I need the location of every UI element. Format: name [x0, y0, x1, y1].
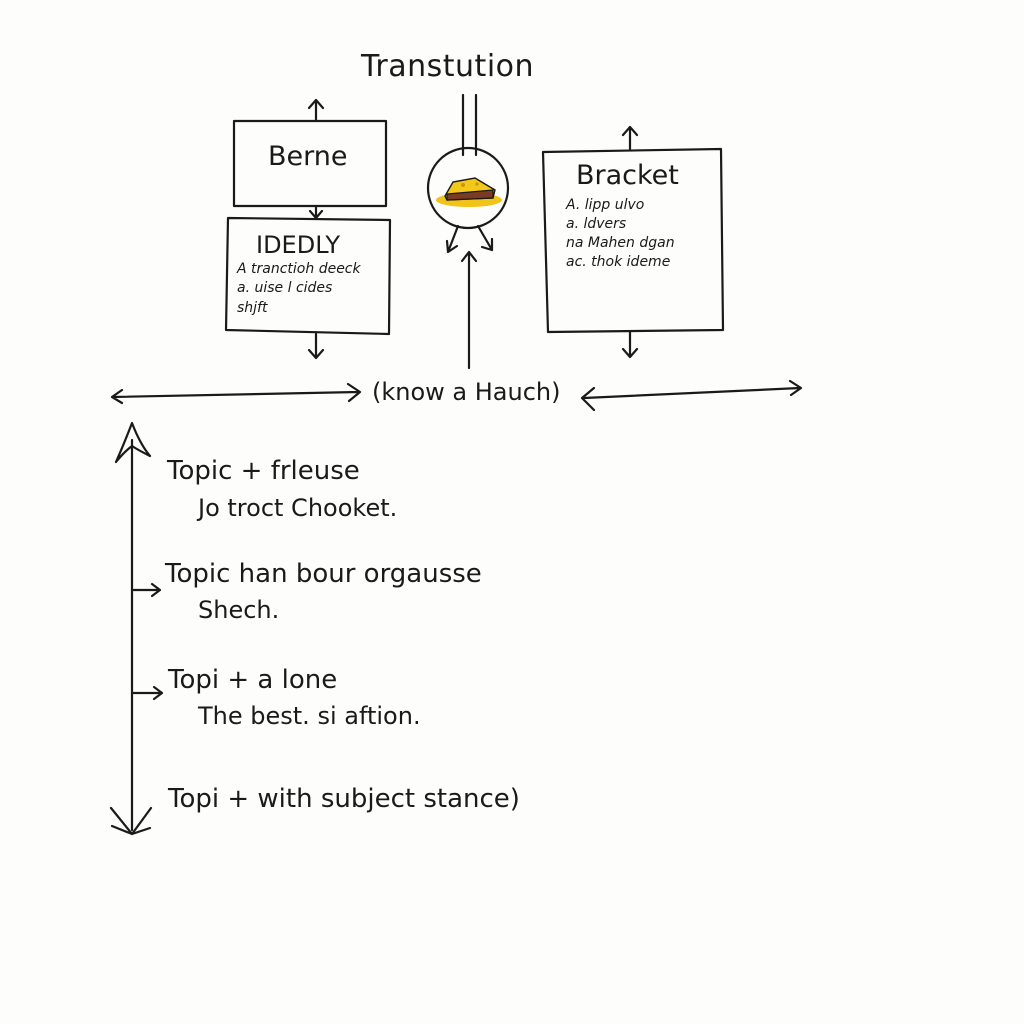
berne-to-idedly-arrow — [308, 204, 324, 220]
bracket-heading: Bracket — [576, 160, 679, 191]
berne-box — [232, 119, 388, 208]
idedly-box — [224, 216, 392, 336]
topic-2-title: Topic han bour orgausse — [165, 559, 482, 589]
topic-3-detail: The best. si aftion. — [198, 702, 421, 730]
idedly-heading: IDEDLY — [256, 231, 341, 259]
topic-1-title: Topic + frleuse — [167, 456, 360, 486]
bracket-box — [541, 147, 725, 334]
topic-3-title: Topi + a lone — [168, 665, 338, 695]
vertical-axis-down-head — [109, 806, 153, 836]
topic-4-title: Topi + with subject stance) — [168, 784, 520, 814]
vertical-axis-up-head — [114, 421, 152, 464]
idedly-line-3: shjft — [237, 300, 268, 316]
center-label: (know a Hauch) — [372, 378, 561, 406]
bracket-line-3: na Mahen dgan — [566, 235, 675, 251]
idedly-line-1: A tranctioh deeck — [237, 261, 361, 277]
idedly-line-2: a. uise l cides — [237, 280, 333, 296]
cheese-wedge-icon — [436, 177, 502, 207]
center-circle — [426, 146, 510, 230]
left-double-arrow — [110, 382, 362, 405]
topic-branch-arrow-1 — [130, 582, 162, 598]
bracket-up-arrow — [621, 125, 639, 151]
center-up-arrow — [460, 250, 478, 370]
berne-up-arrow — [307, 98, 325, 122]
bracket-line-2: a. ldvers — [566, 216, 627, 232]
topic-2-detail: Shech. — [198, 596, 280, 624]
bracket-down-arrow — [621, 330, 639, 359]
bracket-line-4: ac. thok ideme — [566, 254, 671, 270]
berne-label: Berne — [268, 141, 348, 172]
bracket-line-1: A. lipp ulvo — [566, 197, 645, 213]
idedly-down-arrow — [307, 332, 325, 360]
title-connector-lines — [461, 93, 478, 157]
topic-branch-arrow-2 — [130, 685, 164, 701]
diagram-title: Transtution — [361, 49, 535, 84]
right-double-arrow — [580, 379, 803, 412]
circle-left-arrow — [445, 224, 460, 254]
topic-1-detail: Jo troct Chooket. — [198, 494, 398, 522]
circle-right-arrow — [476, 224, 494, 252]
